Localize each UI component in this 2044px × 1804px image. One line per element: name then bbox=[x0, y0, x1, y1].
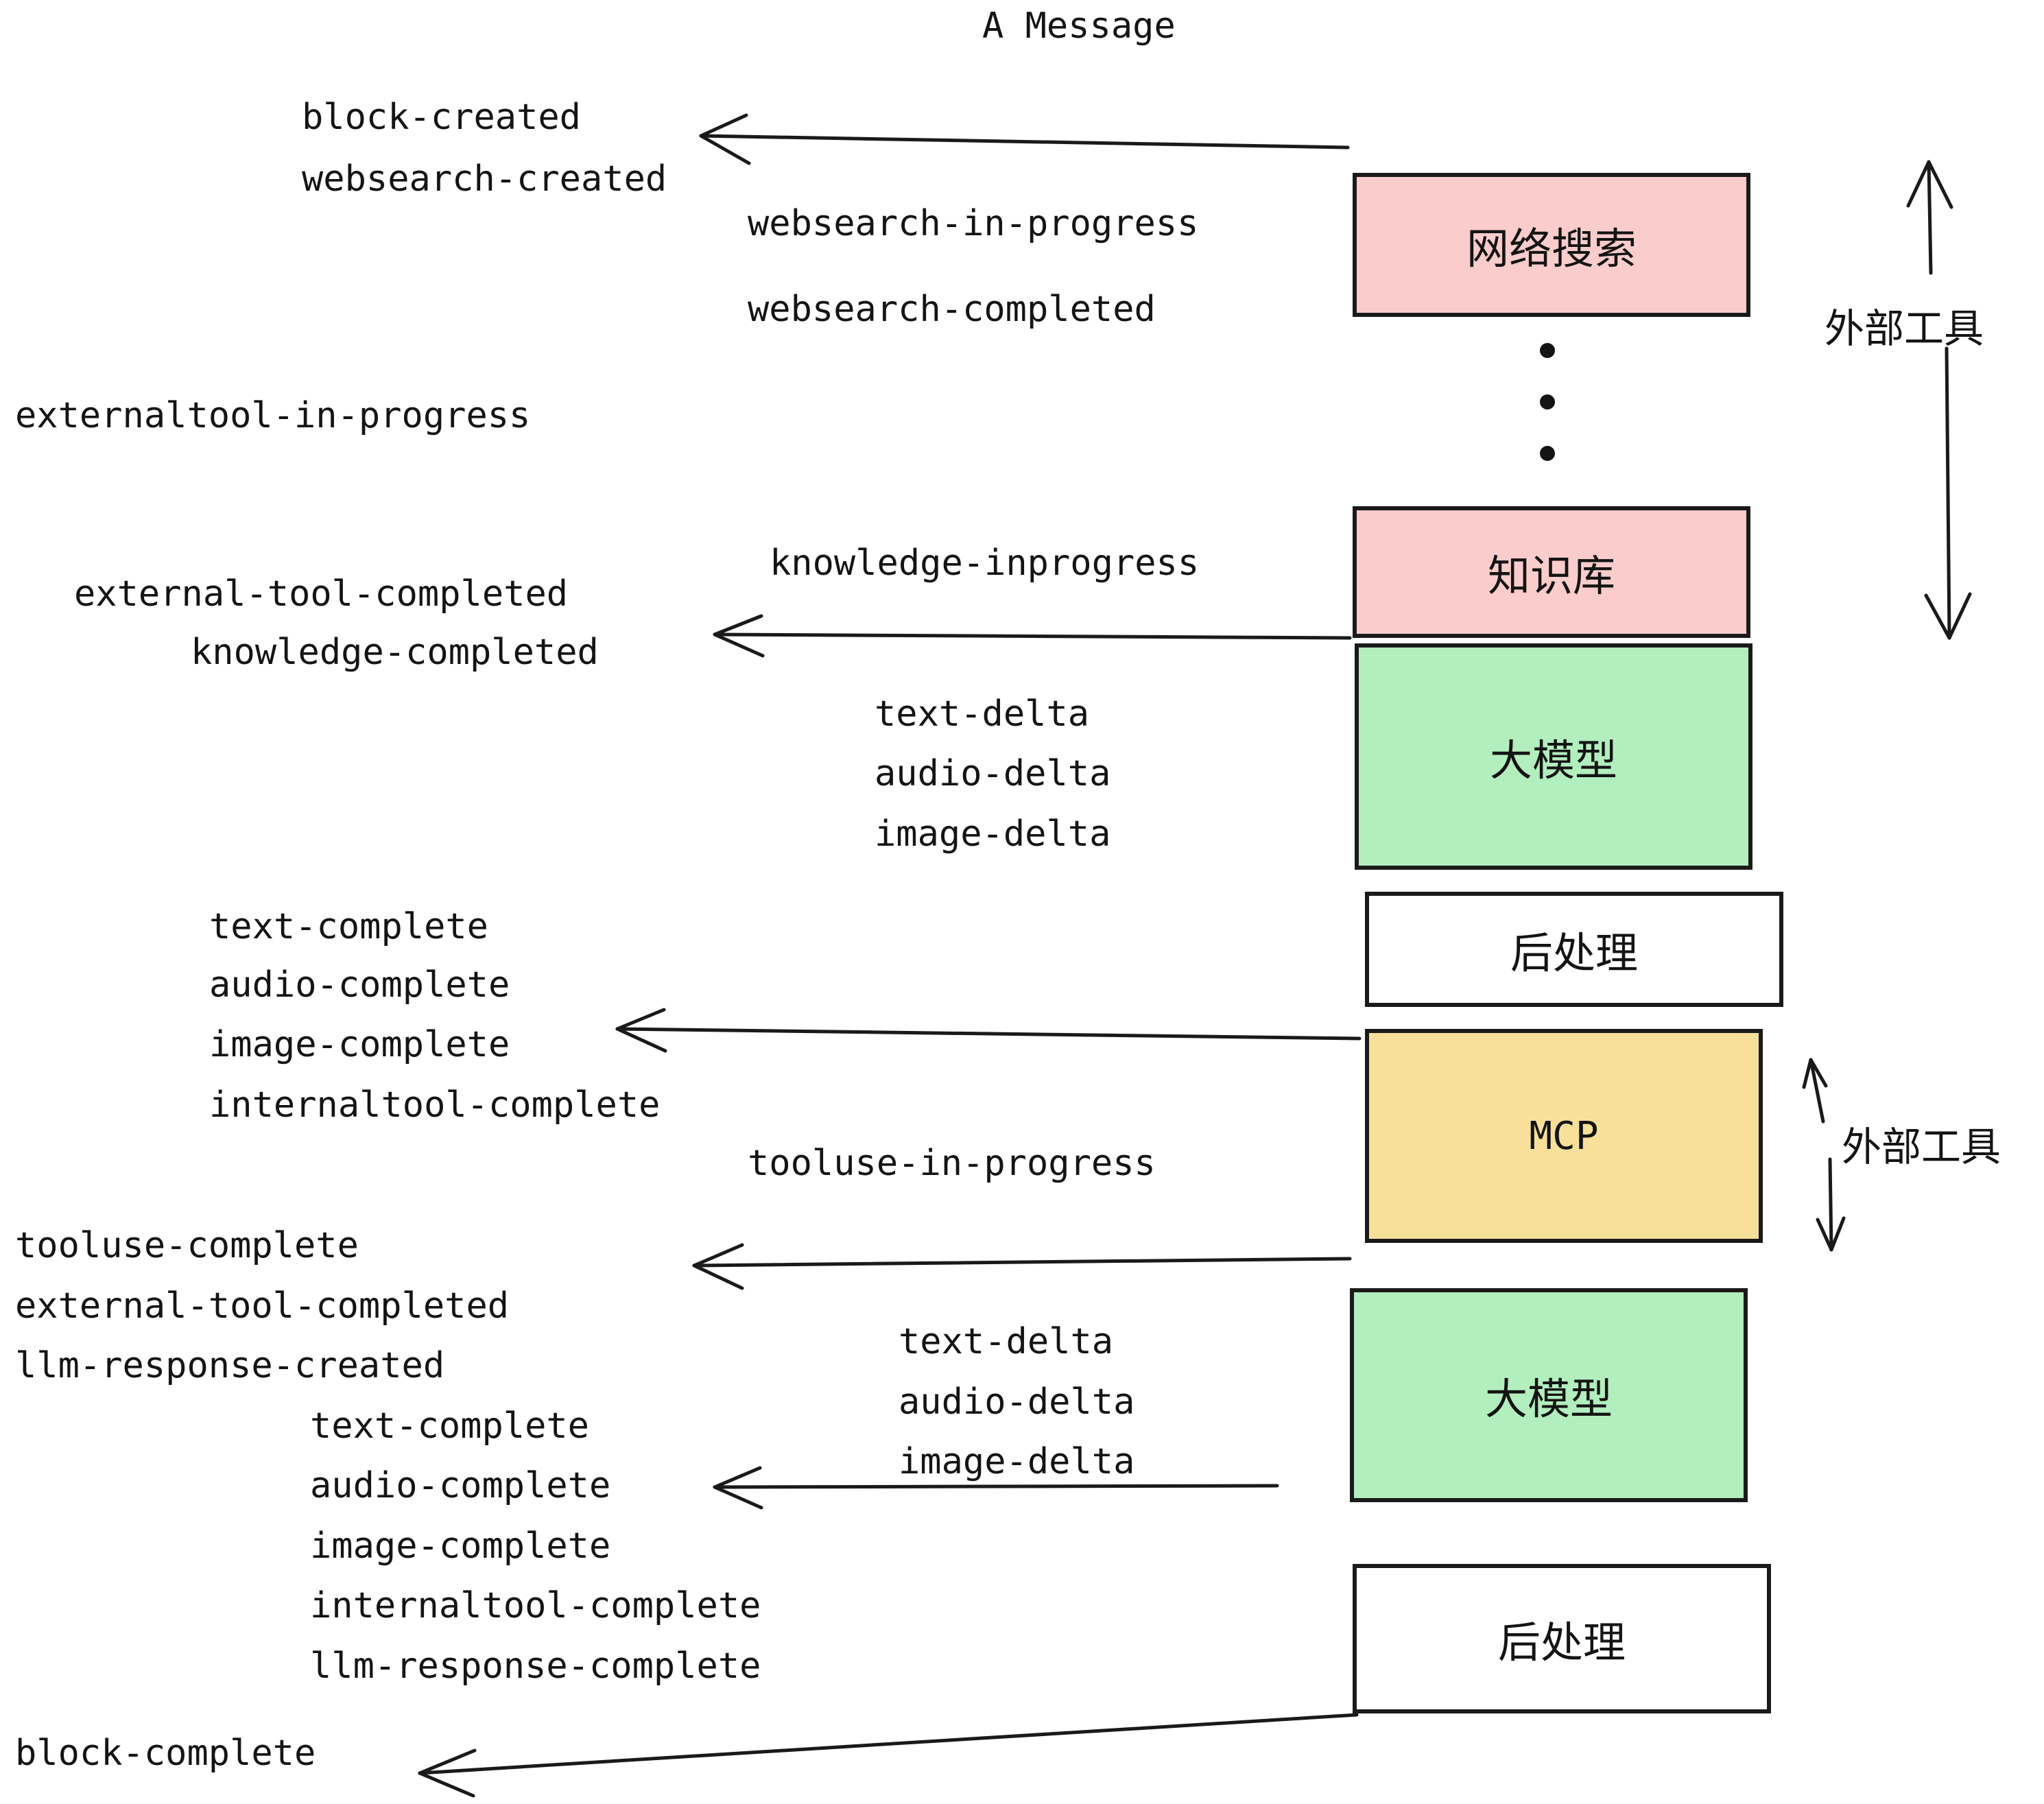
arrow-websearch-to-left bbox=[699, 134, 1350, 150]
box-mcp[interactable]: MCP bbox=[1365, 1029, 1763, 1243]
event-text-delta-1: text-delta bbox=[875, 693, 1090, 735]
event-websearch-completed: websearch-completed bbox=[748, 289, 1156, 330]
box-llm-bottom[interactable]: 大模型 bbox=[1350, 1288, 1748, 1502]
event-audio-delta-1: audio-delta bbox=[875, 753, 1111, 794]
label-external-tools-top: 外部工具 bbox=[1825, 305, 1984, 352]
event-externaltool-in-progress: externaltool-in-progress bbox=[15, 395, 531, 436]
event-image-complete-2: image-complete bbox=[310, 1526, 611, 1567]
arrow-post-bottom-to-left bbox=[418, 1713, 1359, 1775]
event-audio-complete-2: audio-complete bbox=[310, 1465, 611, 1506]
event-websearch-created: websearch-created bbox=[302, 158, 667, 200]
box-websearch[interactable]: 网络搜索 bbox=[1353, 173, 1750, 317]
event-audio-delta-2: audio-delta bbox=[899, 1381, 1135, 1423]
arrow-external-tools-top-down bbox=[1945, 346, 1951, 640]
event-internaltool-complete-2: internaltool-complete bbox=[310, 1585, 761, 1626]
box-post-processing-bottom[interactable]: 后处理 bbox=[1353, 1564, 1771, 1713]
box-llm-top[interactable]: 大模型 bbox=[1355, 643, 1752, 870]
event-websearch-in-progress: websearch-in-progress bbox=[748, 203, 1199, 244]
arrow-mcp-to-left bbox=[692, 1257, 1352, 1268]
event-image-delta-1: image-delta bbox=[875, 814, 1111, 855]
arrow-external-tools-bottom-up bbox=[1809, 1058, 1825, 1124]
event-llm-response-created: llm-response-created bbox=[15, 1345, 445, 1386]
event-image-complete-1: image-complete bbox=[209, 1024, 510, 1065]
event-external-tool-completed-2: external-tool-completed bbox=[15, 1285, 510, 1327]
vertical-ellipsis-icon bbox=[1540, 343, 1555, 461]
arrow-external-tools-top-up bbox=[1927, 160, 1933, 275]
event-text-complete-2: text-complete bbox=[310, 1405, 589, 1447]
box-post-processing-top[interactable]: 后处理 bbox=[1365, 892, 1783, 1007]
event-text-complete-1: text-complete bbox=[209, 906, 488, 947]
event-block-created: block-created bbox=[302, 97, 581, 138]
event-block-complete: block-complete bbox=[15, 1733, 316, 1774]
arrow-post-top-to-left bbox=[615, 1027, 1362, 1041]
event-llm-response-complete: llm-response-complete bbox=[310, 1646, 761, 1687]
event-knowledge-completed: knowledge-completed bbox=[191, 632, 599, 673]
arrow-external-tools-bottom-down bbox=[1828, 1157, 1833, 1252]
event-tooluse-complete: tooluse-complete bbox=[15, 1225, 359, 1266]
event-audio-complete-1: audio-complete bbox=[209, 964, 510, 1006]
diagram-title: A Message bbox=[982, 5, 1176, 47]
arrow-knowledge-to-left bbox=[713, 632, 1352, 640]
event-knowledge-inprogress: knowledge-inprogress bbox=[770, 543, 1200, 584]
event-image-delta-2: image-delta bbox=[899, 1441, 1135, 1482]
event-internaltool-complete-1: internaltool-complete bbox=[209, 1084, 661, 1126]
label-external-tools-bottom: 外部工具 bbox=[1842, 1124, 2001, 1170]
box-knowledge[interactable]: 知识库 bbox=[1353, 506, 1750, 638]
event-tooluse-in-progress: tooluse-in-progress bbox=[748, 1143, 1156, 1184]
arrow-llm-bottom-to-left bbox=[713, 1484, 1279, 1489]
event-external-tool-completed-1: external-tool-completed bbox=[74, 573, 569, 615]
event-text-delta-2: text-delta bbox=[899, 1321, 1114, 1362]
